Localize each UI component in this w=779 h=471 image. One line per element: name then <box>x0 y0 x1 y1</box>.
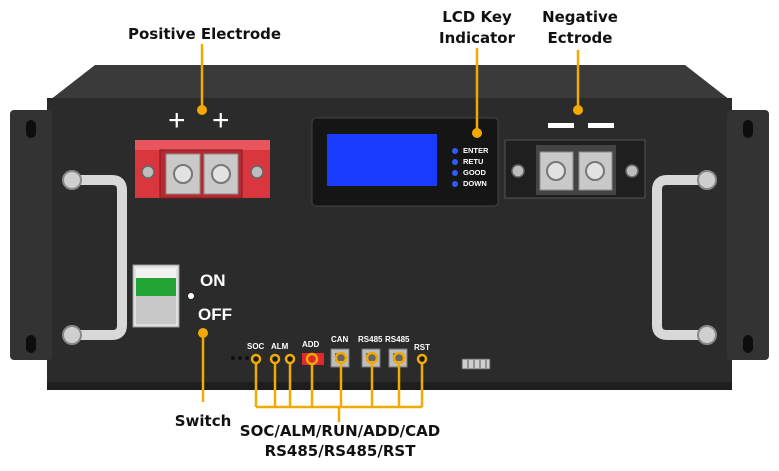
indicator-dot <box>238 356 242 360</box>
port-label-rs485-a: RS485 <box>358 335 383 344</box>
led-icon <box>452 159 458 165</box>
indicator-dot <box>231 356 235 360</box>
switch-off-label: OFF <box>198 305 232 324</box>
callout-dots <box>197 105 583 338</box>
chassis-top <box>50 65 730 100</box>
lcd-panel <box>311 117 499 207</box>
positive-symbol-1: + <box>168 104 186 137</box>
lcd-key-good[interactable]: GOOD <box>463 168 486 177</box>
rst-button-icon <box>416 353 428 365</box>
indicator-dot <box>245 356 249 360</box>
lcd-key-retu[interactable]: RETU <box>463 157 484 166</box>
lcd-key-enter[interactable]: ENTER <box>463 146 489 155</box>
callout-ports-line1: SOC/ALM/RUN/ADD/CAD <box>239 422 441 440</box>
breaker-switch <box>132 264 194 328</box>
rj45-port-icon <box>361 348 381 368</box>
port-label-add: ADD <box>302 340 320 349</box>
left-rack-slot-top <box>26 120 36 138</box>
port-label-soc: SOC <box>247 342 265 351</box>
callout-negative-line1: Negative <box>542 8 618 26</box>
alm-led-icon <box>269 353 281 365</box>
right-handle-icon <box>652 170 717 345</box>
callout-lcd-key-line2: Indicator <box>438 29 516 47</box>
callout-lcd-key-line1: LCD Key <box>442 8 512 26</box>
left-rack-ear <box>10 110 52 360</box>
vent-grille <box>461 358 491 370</box>
chassis-bottom-edge <box>47 382 732 390</box>
right-rack-ear <box>727 110 769 360</box>
callout-positive-electrode: Positive Electrode <box>128 25 282 43</box>
lcd-screen <box>327 134 437 186</box>
port-label-rs485-b: RS485 <box>385 335 410 344</box>
right-rack-slot-top <box>743 120 753 138</box>
port-label-can: CAN <box>331 335 349 344</box>
callout-lines <box>200 44 580 422</box>
lcd-key-down[interactable]: DOWN <box>463 179 487 188</box>
led-icon <box>452 170 458 176</box>
callout-switch: Switch <box>174 412 232 430</box>
left-rack-slot-bottom <box>26 335 36 353</box>
port-label-alm: ALM <box>271 342 289 351</box>
switch-on-label: ON <box>200 271 226 290</box>
positive-terminal <box>135 140 270 199</box>
left-handle-icon <box>62 170 127 345</box>
dip-switch-icon <box>302 352 324 366</box>
soc-led-icon <box>250 353 262 365</box>
callout-ports-line2: RS485/RS485/RST <box>264 442 416 460</box>
run-led-icon <box>284 353 296 365</box>
port-label-rst: RST <box>414 343 430 352</box>
rj45-port-icon <box>330 348 350 368</box>
led-icon <box>452 181 458 187</box>
positive-symbol-2: + <box>212 104 230 137</box>
led-icon <box>452 148 458 154</box>
negative-terminal <box>504 123 646 199</box>
callout-negative-line2: Ectrode <box>547 29 613 47</box>
right-rack-slot-bottom <box>743 335 753 353</box>
